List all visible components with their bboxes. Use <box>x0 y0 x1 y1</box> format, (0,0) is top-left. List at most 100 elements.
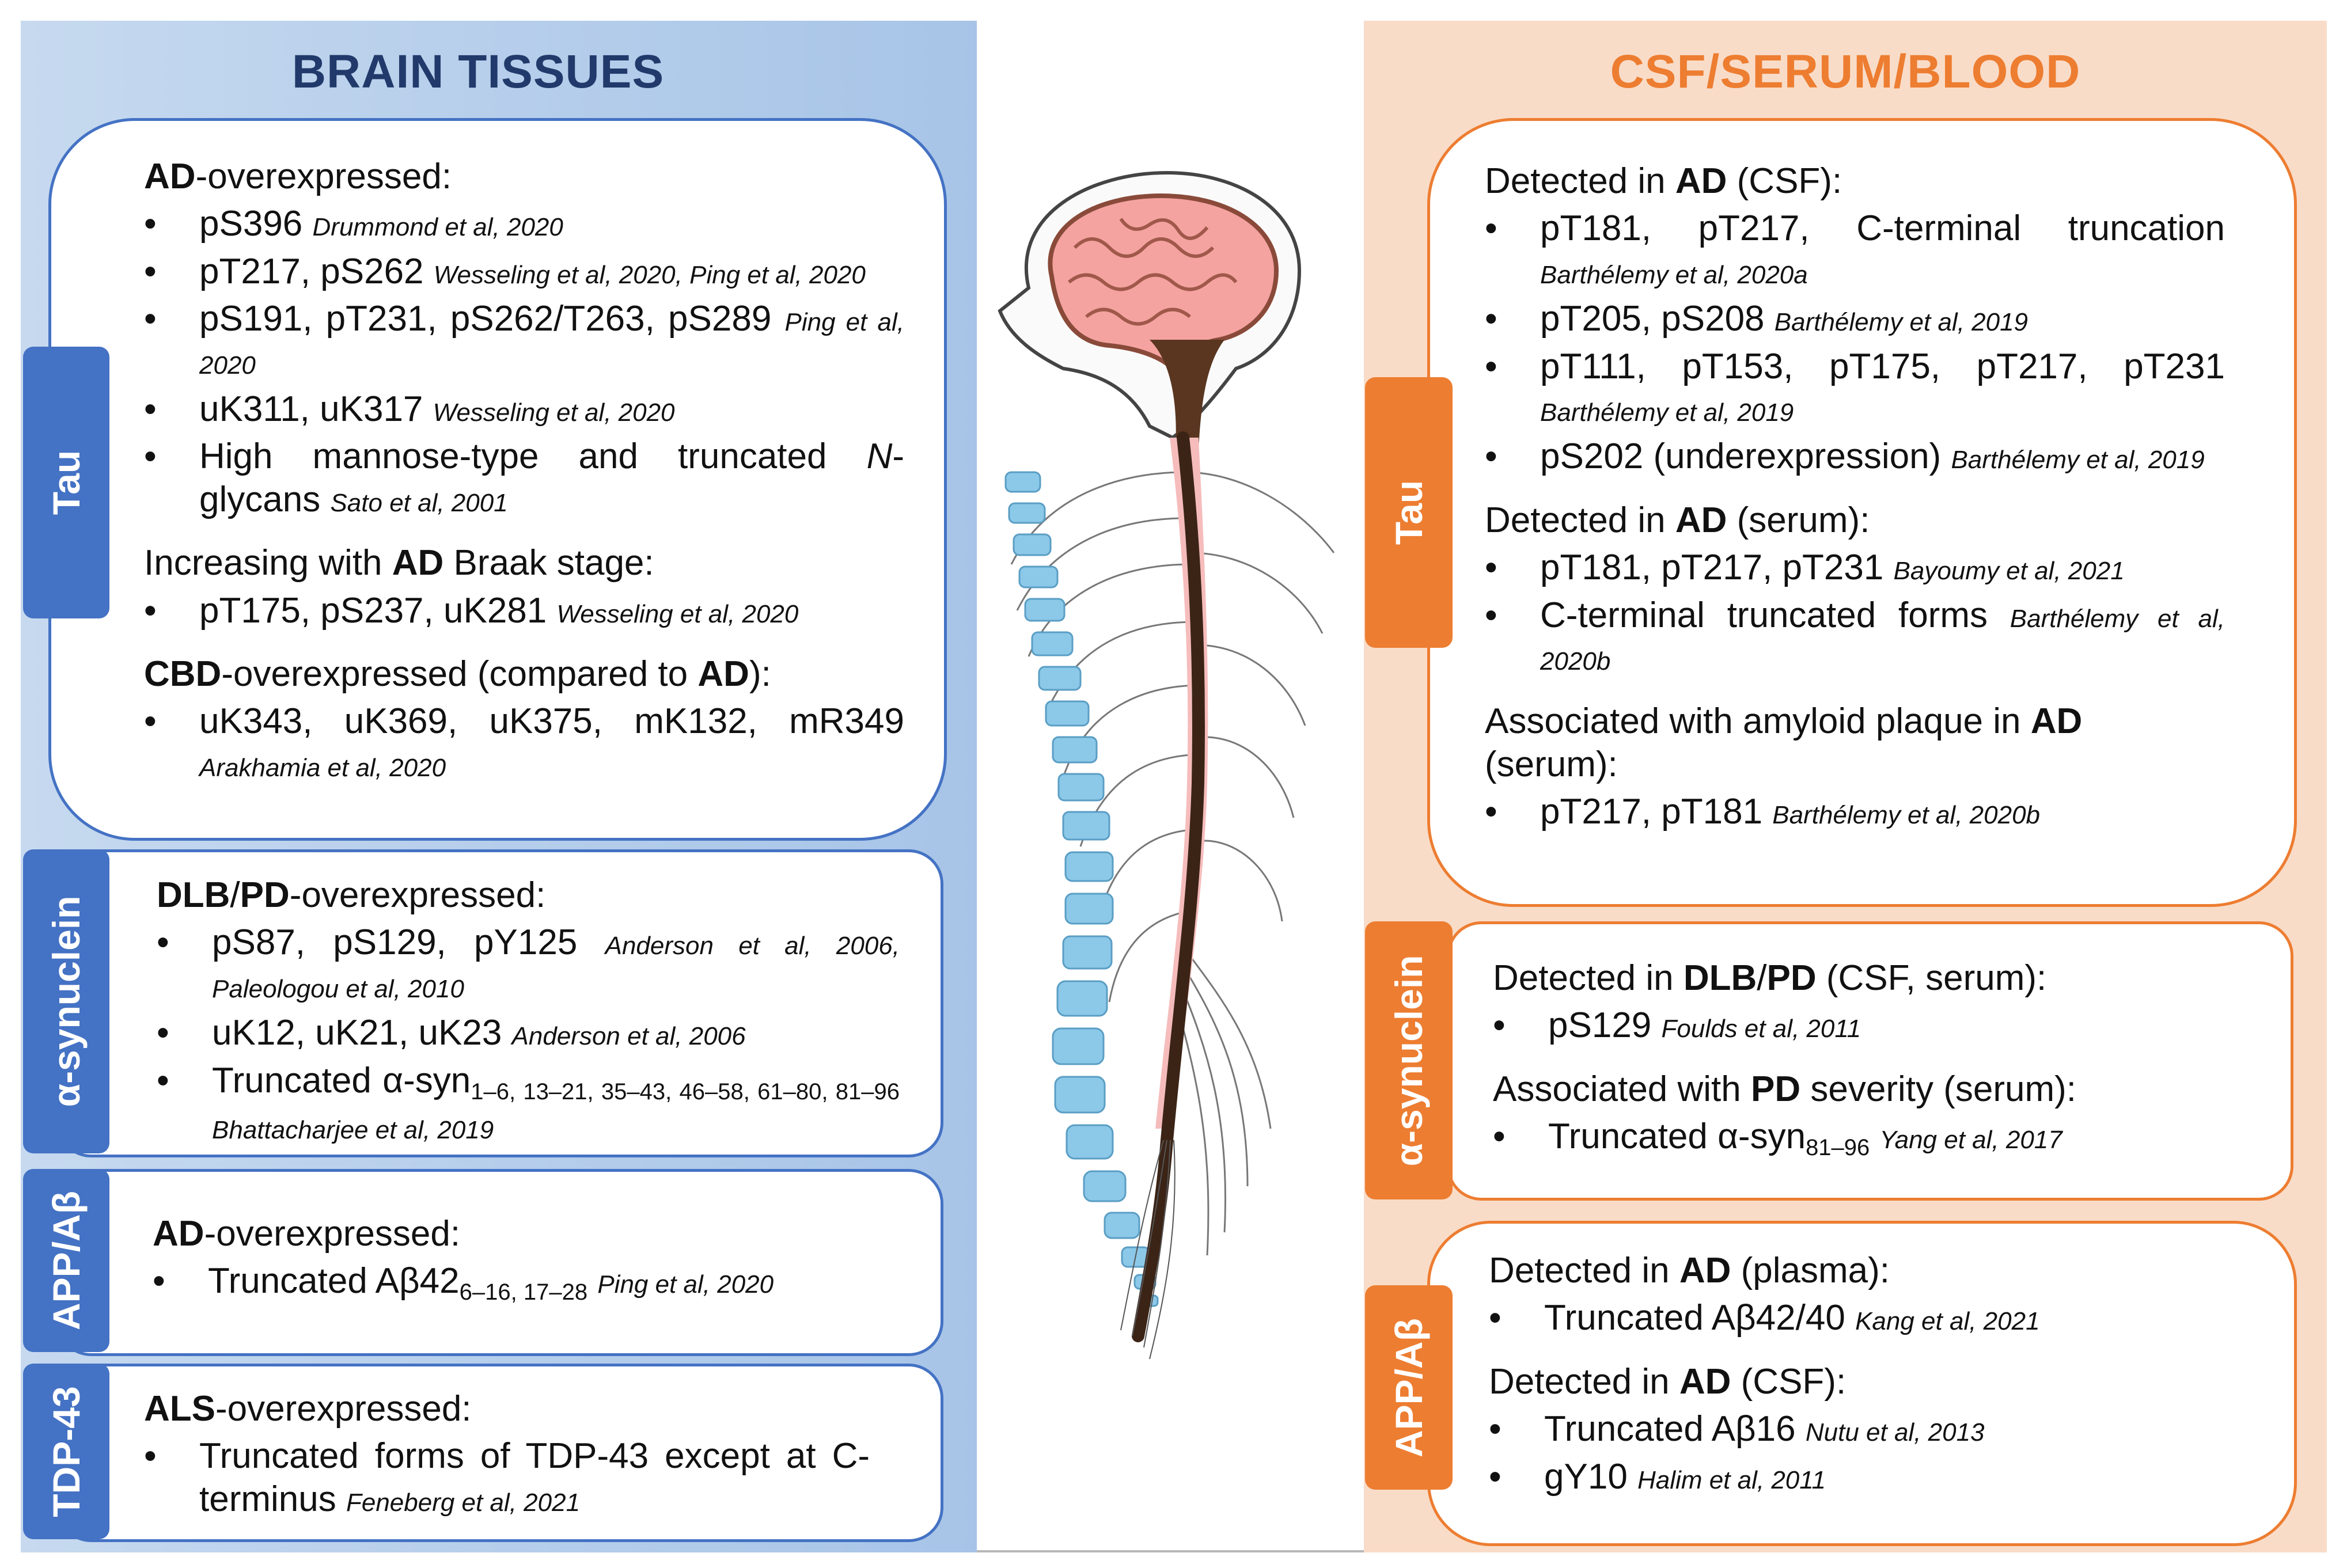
citation: Ping et al, 2020 <box>199 308 904 379</box>
bullet-list: Truncated Aβ426–16, 17–28 Ping et al, 20… <box>153 1260 901 1306</box>
citation: Halim et al, 2011 <box>1637 1466 1826 1494</box>
list-item: pS87, pS129, pY125 Anderson et al, 2006,… <box>157 921 900 1007</box>
text: C-terminal truncated forms <box>1540 595 2010 635</box>
disease-abbrev: PD <box>240 875 290 915</box>
section-heading: Detected in AD (serum): <box>1485 499 2225 542</box>
section-heading: AD-overexpressed: <box>153 1213 901 1255</box>
fluid-tau-content: Detected in AD (CSF):pT181, pT217, C-ter… <box>1485 160 2225 834</box>
citation: Foulds et al, 2011 <box>1661 1015 1861 1043</box>
tissue-asyn-tab: α-synuclein <box>23 849 109 1153</box>
fluid-asyn-content: Detected in DLB/PD (CSF, serum):pS129 Fo… <box>1493 957 2236 1161</box>
list-item: pT175, pS237, uK281 Wesseling et al, 202… <box>144 590 904 633</box>
fluid-tau-tab: Tau <box>1365 377 1453 648</box>
tissue-tau-tab: Tau <box>23 347 109 618</box>
tab-label: Tau <box>45 450 88 515</box>
text: pT175, pS237, uK281 <box>199 590 557 631</box>
tab-label: α-synuclein <box>1387 955 1430 1166</box>
text: (CSF): <box>1727 161 1842 201</box>
tissue-tdp43-tab: TDP-43 <box>23 1364 109 1539</box>
citation: Barthélemy et al, 2020a <box>1540 260 1808 289</box>
disease-abbrev: CBD <box>144 654 222 694</box>
text: Truncated Aβ16 <box>1544 1409 1806 1449</box>
disease-abbrev: AD <box>153 1214 204 1254</box>
list-item: uK343, uK369, uK375, mK132, mR349 Arakha… <box>144 700 904 786</box>
tissue-app-tab: APP/Aβ <box>23 1169 109 1352</box>
text: pS87, pS129, pY125 <box>212 922 605 963</box>
list-item: Truncated Aβ42/40 Kang et al, 2021 <box>1489 1297 2232 1340</box>
subscript: 6–16, 17–28 <box>459 1280 588 1305</box>
bullet-list: pS129 Foulds et al, 2011 <box>1493 1004 2236 1047</box>
text: Truncated α-syn <box>212 1060 471 1100</box>
text: -overexpressed: <box>195 157 452 196</box>
text: -overexpressed (compared to <box>221 654 698 694</box>
text: pT181, pT217, C-terminal truncation <box>1540 208 2225 249</box>
section-heading: Detected in AD (CSF): <box>1489 1361 2232 1403</box>
text: uK343, uK369, uK375, mK132, mR349 <box>199 701 904 742</box>
section-heading: Increasing with AD Braak stage: <box>144 542 904 584</box>
citation: Ping et al, 2020 <box>597 1270 774 1299</box>
bullet-list: pT181, pT217, C-terminal truncation Bart… <box>1485 207 2225 479</box>
text: -glycans <box>199 436 904 519</box>
csf-serum-blood-title: CSF/SERUM/BLOOD <box>1610 45 2081 98</box>
text: Detected in <box>1489 1251 1679 1290</box>
text: pS129 <box>1548 1005 1662 1046</box>
text: -overexpressed: <box>289 875 546 915</box>
text: -overexpressed: <box>204 1214 461 1254</box>
fluid-app-tab: APP/Aβ <box>1365 1285 1453 1490</box>
text: severity (serum): <box>1800 1069 2076 1109</box>
text: Truncated α-syn <box>1548 1117 1806 1157</box>
citation: Kang et al, 2021 <box>1855 1307 2040 1336</box>
cauda-equina <box>1120 1140 1176 1360</box>
italic-text: N <box>866 436 893 477</box>
text: Associated with <box>1493 1069 1751 1109</box>
text: pT111, pT153, pT175, pT217, pT231 <box>1540 346 2225 386</box>
bullet-list: pT175, pS237, uK281 Wesseling et al, 202… <box>144 590 904 633</box>
spine-illustration <box>998 170 1335 1360</box>
vertebrae <box>1004 471 1159 1307</box>
citation: Drummond et al, 2020 <box>312 213 563 242</box>
section-heading: Detected in AD (plasma): <box>1489 1250 2232 1292</box>
text: Detected in <box>1485 500 1675 540</box>
text: (CSF): <box>1731 1361 1847 1402</box>
list-item: gY10 Halim et al, 2011 <box>1489 1456 2232 1499</box>
list-item: pS129 Foulds et al, 2011 <box>1493 1004 2236 1047</box>
divider-line <box>977 1550 1364 1552</box>
tissue-app-content: AD-overexpressed: Truncated Aβ426–16, 17–… <box>153 1213 901 1306</box>
disease-abbrev: AD <box>144 157 196 196</box>
list-item: pT111, pT153, pT175, pT217, pT231 Barthé… <box>1485 346 2225 431</box>
citation: Barthélemy et al, 2019 <box>1951 446 2205 474</box>
brain-tissues-title: BRAIN TISSUES <box>291 45 665 98</box>
list-item: Truncated α-syn81–96 Yang et al, 2017 <box>1493 1115 2236 1161</box>
bullet-list: uK343, uK369, uK375, mK132, mR349 Arakha… <box>144 700 904 786</box>
tissue-tdp43-content: ALS-overexpressed:Truncated forms of TDP… <box>144 1388 870 1521</box>
text: (serum): <box>1727 500 1870 540</box>
list-item: Truncated Aβ426–16, 17–28 Ping et al, 20… <box>153 1260 901 1306</box>
list-item: pT181, pT217, C-terminal truncation Bart… <box>1485 207 2225 293</box>
text: Associated with amyloid plaque in <box>1485 701 2031 742</box>
disease-abbrev: AD <box>1679 1251 1731 1290</box>
text: -overexpressed: <box>215 1389 472 1429</box>
section-heading: Detected in DLB/PD (CSF, serum): <box>1493 957 2236 1000</box>
subscript: 1–6, 13–21, 35–43, 46–58, 61–80, 81–96 <box>471 1079 900 1104</box>
citation: Wesseling et al, 2020 <box>433 398 675 427</box>
citation: Nutu et al, 2013 <box>1805 1418 1985 1447</box>
list-item: pS396 Drummond et al, 2020 <box>144 203 904 246</box>
section-heading: CBD-overexpressed (compared to AD): <box>144 653 904 696</box>
tab-label: APP/Aβ <box>45 1191 88 1330</box>
list-item: pT217, pS262 Wesseling et al, 2020, Ping… <box>144 250 904 294</box>
bullet-list: Truncated Aβ42/40 Kang et al, 2021 <box>1489 1297 2232 1340</box>
section-heading: Associated with amyloid plaque in AD (se… <box>1485 700 2225 786</box>
list-item: uK311, uK317 Wesseling et al, 2020 <box>144 388 904 431</box>
text: uK12, uK21, uK23 <box>212 1013 512 1053</box>
brainstem <box>1150 340 1224 449</box>
section-heading: DLB/PD-overexpressed: <box>157 874 900 917</box>
list-item: Truncated Aβ16 Nutu et al, 2013 <box>1489 1408 2232 1451</box>
list-item: uK12, uK21, uK23 Anderson et al, 2006 <box>157 1012 900 1055</box>
text: Truncated Aβ42/40 <box>1544 1298 1856 1338</box>
citation: Anderson et al, 2006, Paleologou et al, … <box>212 932 900 1003</box>
citation: Arakhamia et al, 2020 <box>199 753 446 782</box>
text: (plasma): <box>1731 1251 1890 1290</box>
list-item: Truncated forms of TDP-43 except at C-te… <box>144 1435 870 1521</box>
text: pT181, pT217, pT231 <box>1540 548 1894 588</box>
tab-label: α-synuclein <box>45 895 88 1107</box>
